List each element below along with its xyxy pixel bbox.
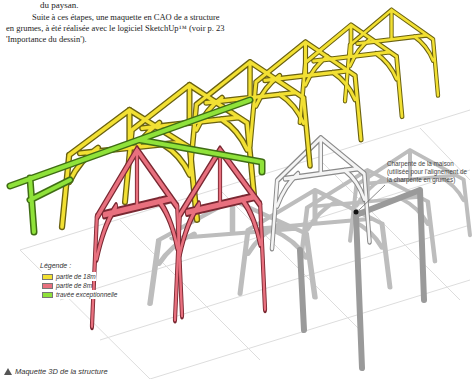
green-frame: [10, 100, 262, 232]
legend-swatch: [42, 283, 53, 289]
white-frame: [272, 138, 370, 249]
legend-title: Légende :: [40, 262, 100, 271]
legend-text: partie de 8m: [56, 282, 92, 289]
marker-dot: [354, 210, 359, 215]
legend-text: partie de 18m: [56, 273, 96, 280]
body-text: Suite à ces étapes, une maquette en CAO …: [6, 12, 226, 44]
red-frame-outline: [92, 150, 265, 326]
caption: Maquette 3D de la structure: [15, 367, 215, 376]
white-frame-outline: [272, 138, 370, 249]
leader-line: [359, 185, 385, 210]
caption-marker: [4, 368, 12, 375]
legend-row: partie de 8m: [42, 281, 92, 290]
annotation: Charpente de la maison (utilisée pour l'…: [387, 160, 469, 184]
red-frame: [92, 150, 265, 326]
green-frame-outline: [10, 100, 262, 232]
legend-row: partie de 18m: [42, 272, 96, 281]
legend-swatch: [42, 274, 53, 280]
legend-text: travée exceptionnelle: [56, 291, 117, 298]
house-frame: [300, 190, 424, 368]
body-text: du paysan.: [40, 0, 190, 11]
legend-swatch: [42, 292, 53, 298]
legend-row: travée exceptionnelle: [42, 290, 117, 299]
